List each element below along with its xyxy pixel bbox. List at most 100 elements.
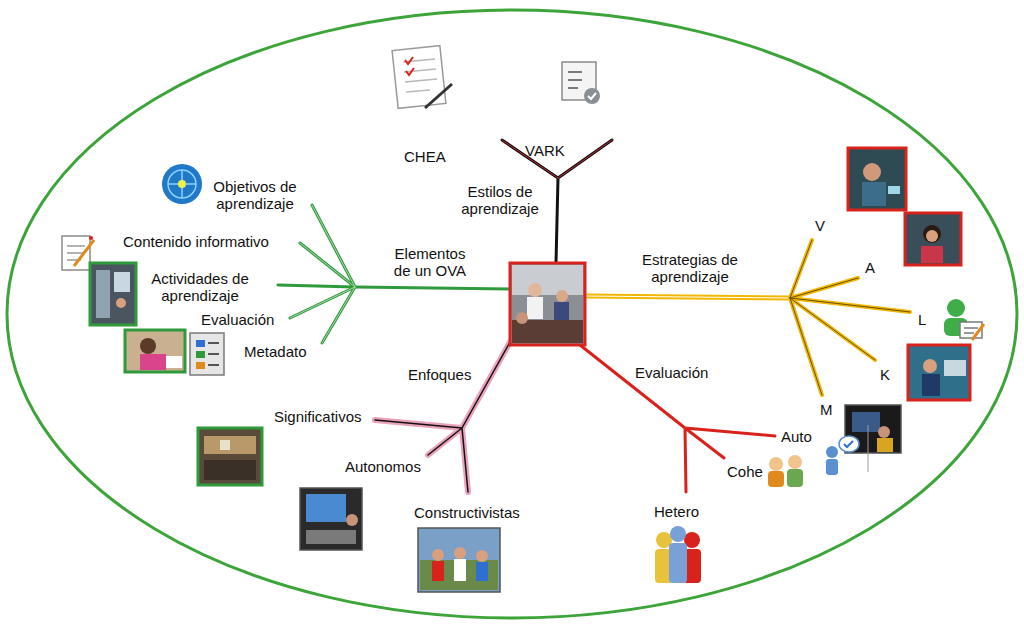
branch-label: Elementos de un OVA: [384, 245, 476, 280]
visual-photo: [848, 148, 906, 210]
visual-photo-part: [862, 182, 886, 206]
reading-icon: [944, 299, 984, 340]
peer-icon-part: [788, 455, 802, 469]
student-photo-part: [140, 338, 156, 354]
branch-label: Cohe: [725, 463, 765, 480]
globe-icon-part: [162, 164, 202, 204]
globe-icon: [162, 164, 202, 204]
branch-label: Autonomos: [343, 458, 423, 475]
auditory-photo-part: [926, 230, 938, 242]
branch-label: Evaluación: [633, 364, 710, 381]
center-photo: [510, 263, 585, 345]
self-check-icon-part: [839, 436, 859, 452]
notepad-icon-part: [392, 46, 446, 109]
branch-label: Evaluación: [199, 311, 276, 328]
notepad-icon-part: [405, 57, 414, 75]
branch-label: Constructivistas: [412, 504, 522, 521]
meaningful-photo-part: [198, 428, 262, 485]
branch-lines-part: [580, 345, 775, 492]
reading-icon-part: [964, 328, 978, 333]
branch-lines-part: [585, 296, 790, 298]
branch-lines-part: [502, 140, 612, 178]
branch-label: Contenido informativo: [121, 233, 271, 250]
autonomous-photo: [300, 488, 362, 550]
notepad-icon-part: [425, 84, 452, 108]
activities-photo: [90, 263, 136, 325]
auditory-photo: [905, 213, 961, 265]
branch-lines-part: [790, 240, 910, 395]
kinesthetic-photo-part: [922, 374, 940, 396]
globe-icon-part: [168, 170, 196, 198]
multimodal-photo-part: [852, 412, 880, 432]
branch-label: Enfoques: [406, 366, 473, 383]
center-photo-part: [528, 283, 542, 297]
center-photo-part: [510, 263, 585, 345]
branch-lines: [278, 140, 910, 492]
group-icon-part: [669, 543, 687, 583]
checklist-icon: [562, 62, 600, 104]
metadata-icon-part: [196, 340, 205, 347]
center-photo-part: [516, 312, 528, 324]
autonomous-photo-part: [306, 494, 346, 522]
branch-lines-part: [278, 285, 510, 289]
student-photo-part: [125, 330, 185, 372]
metadata-icon-part: [196, 351, 205, 358]
visual-photo-part: [888, 186, 900, 194]
constructivist-photo-part: [418, 528, 500, 592]
multimodal-photo-part: [878, 426, 890, 438]
outer-ellipse: [7, 10, 1017, 618]
activities-photo-part: [114, 272, 130, 292]
constructivist-photo-part: [432, 549, 444, 561]
kinesthetic-photo: [908, 345, 970, 400]
center-photo-part: [527, 297, 543, 319]
meaningful-photo: [198, 428, 262, 485]
peer-icon: [768, 455, 803, 487]
kinesthetic-photo-part: [944, 360, 966, 376]
self-check-icon-part: [826, 459, 838, 475]
center-photo-part: [556, 290, 568, 302]
branch-label: M: [818, 401, 835, 418]
branch-label: Hetero: [652, 503, 701, 520]
branch-label: K: [878, 366, 892, 383]
activities-photo-part: [90, 263, 136, 325]
student-photo-part: [166, 356, 182, 368]
branch-label: L: [916, 311, 928, 328]
branch-label: Metadato: [242, 343, 309, 360]
globe-icon-part: [178, 180, 186, 188]
group-icon-part: [670, 526, 686, 542]
globe-icon-part: [168, 170, 196, 198]
self-check-icon: [826, 425, 868, 475]
checklist-icon-part: [584, 88, 600, 104]
visual-photo-part: [863, 163, 881, 181]
kinesthetic-photo-part: [908, 345, 970, 400]
center-photo-part: [512, 265, 583, 295]
reading-icon-part: [947, 299, 965, 317]
meaningful-photo-part: [204, 436, 256, 454]
kinesthetic-photo-part: [923, 359, 937, 373]
constructivist-photo: [418, 528, 500, 592]
branch-label: CHEA: [402, 148, 448, 165]
constructivist-photo-part: [432, 561, 444, 581]
self-check-icon-part: [844, 441, 853, 447]
branch-label: Estilos de aprendizaje: [452, 183, 548, 218]
activities-photo-part: [96, 270, 110, 318]
branch-label: VARK: [523, 142, 567, 159]
student-photo: [125, 330, 185, 372]
notepad-icon: [392, 46, 452, 109]
constructivist-photo-part: [454, 559, 466, 581]
branch-label: Objetivos de aprendizaje: [203, 178, 307, 213]
auditory-photo-part: [923, 225, 941, 243]
peer-icon-part: [769, 457, 783, 471]
auditory-photo-part: [921, 246, 943, 263]
branch-label: Auto: [779, 428, 814, 445]
group-icon: [655, 526, 701, 583]
center-photo-part: [554, 302, 569, 322]
branch-label: Significativos: [272, 408, 364, 425]
checklist-icon-part: [568, 72, 582, 88]
branch-label: Actividades de aprendizaje: [142, 270, 258, 305]
constructivist-photo-part: [454, 547, 466, 559]
branch-lines-part: [290, 205, 355, 343]
multimodal-photo-part: [877, 438, 893, 452]
checklist-icon-part: [588, 93, 596, 99]
meaningful-photo-part: [204, 460, 256, 480]
